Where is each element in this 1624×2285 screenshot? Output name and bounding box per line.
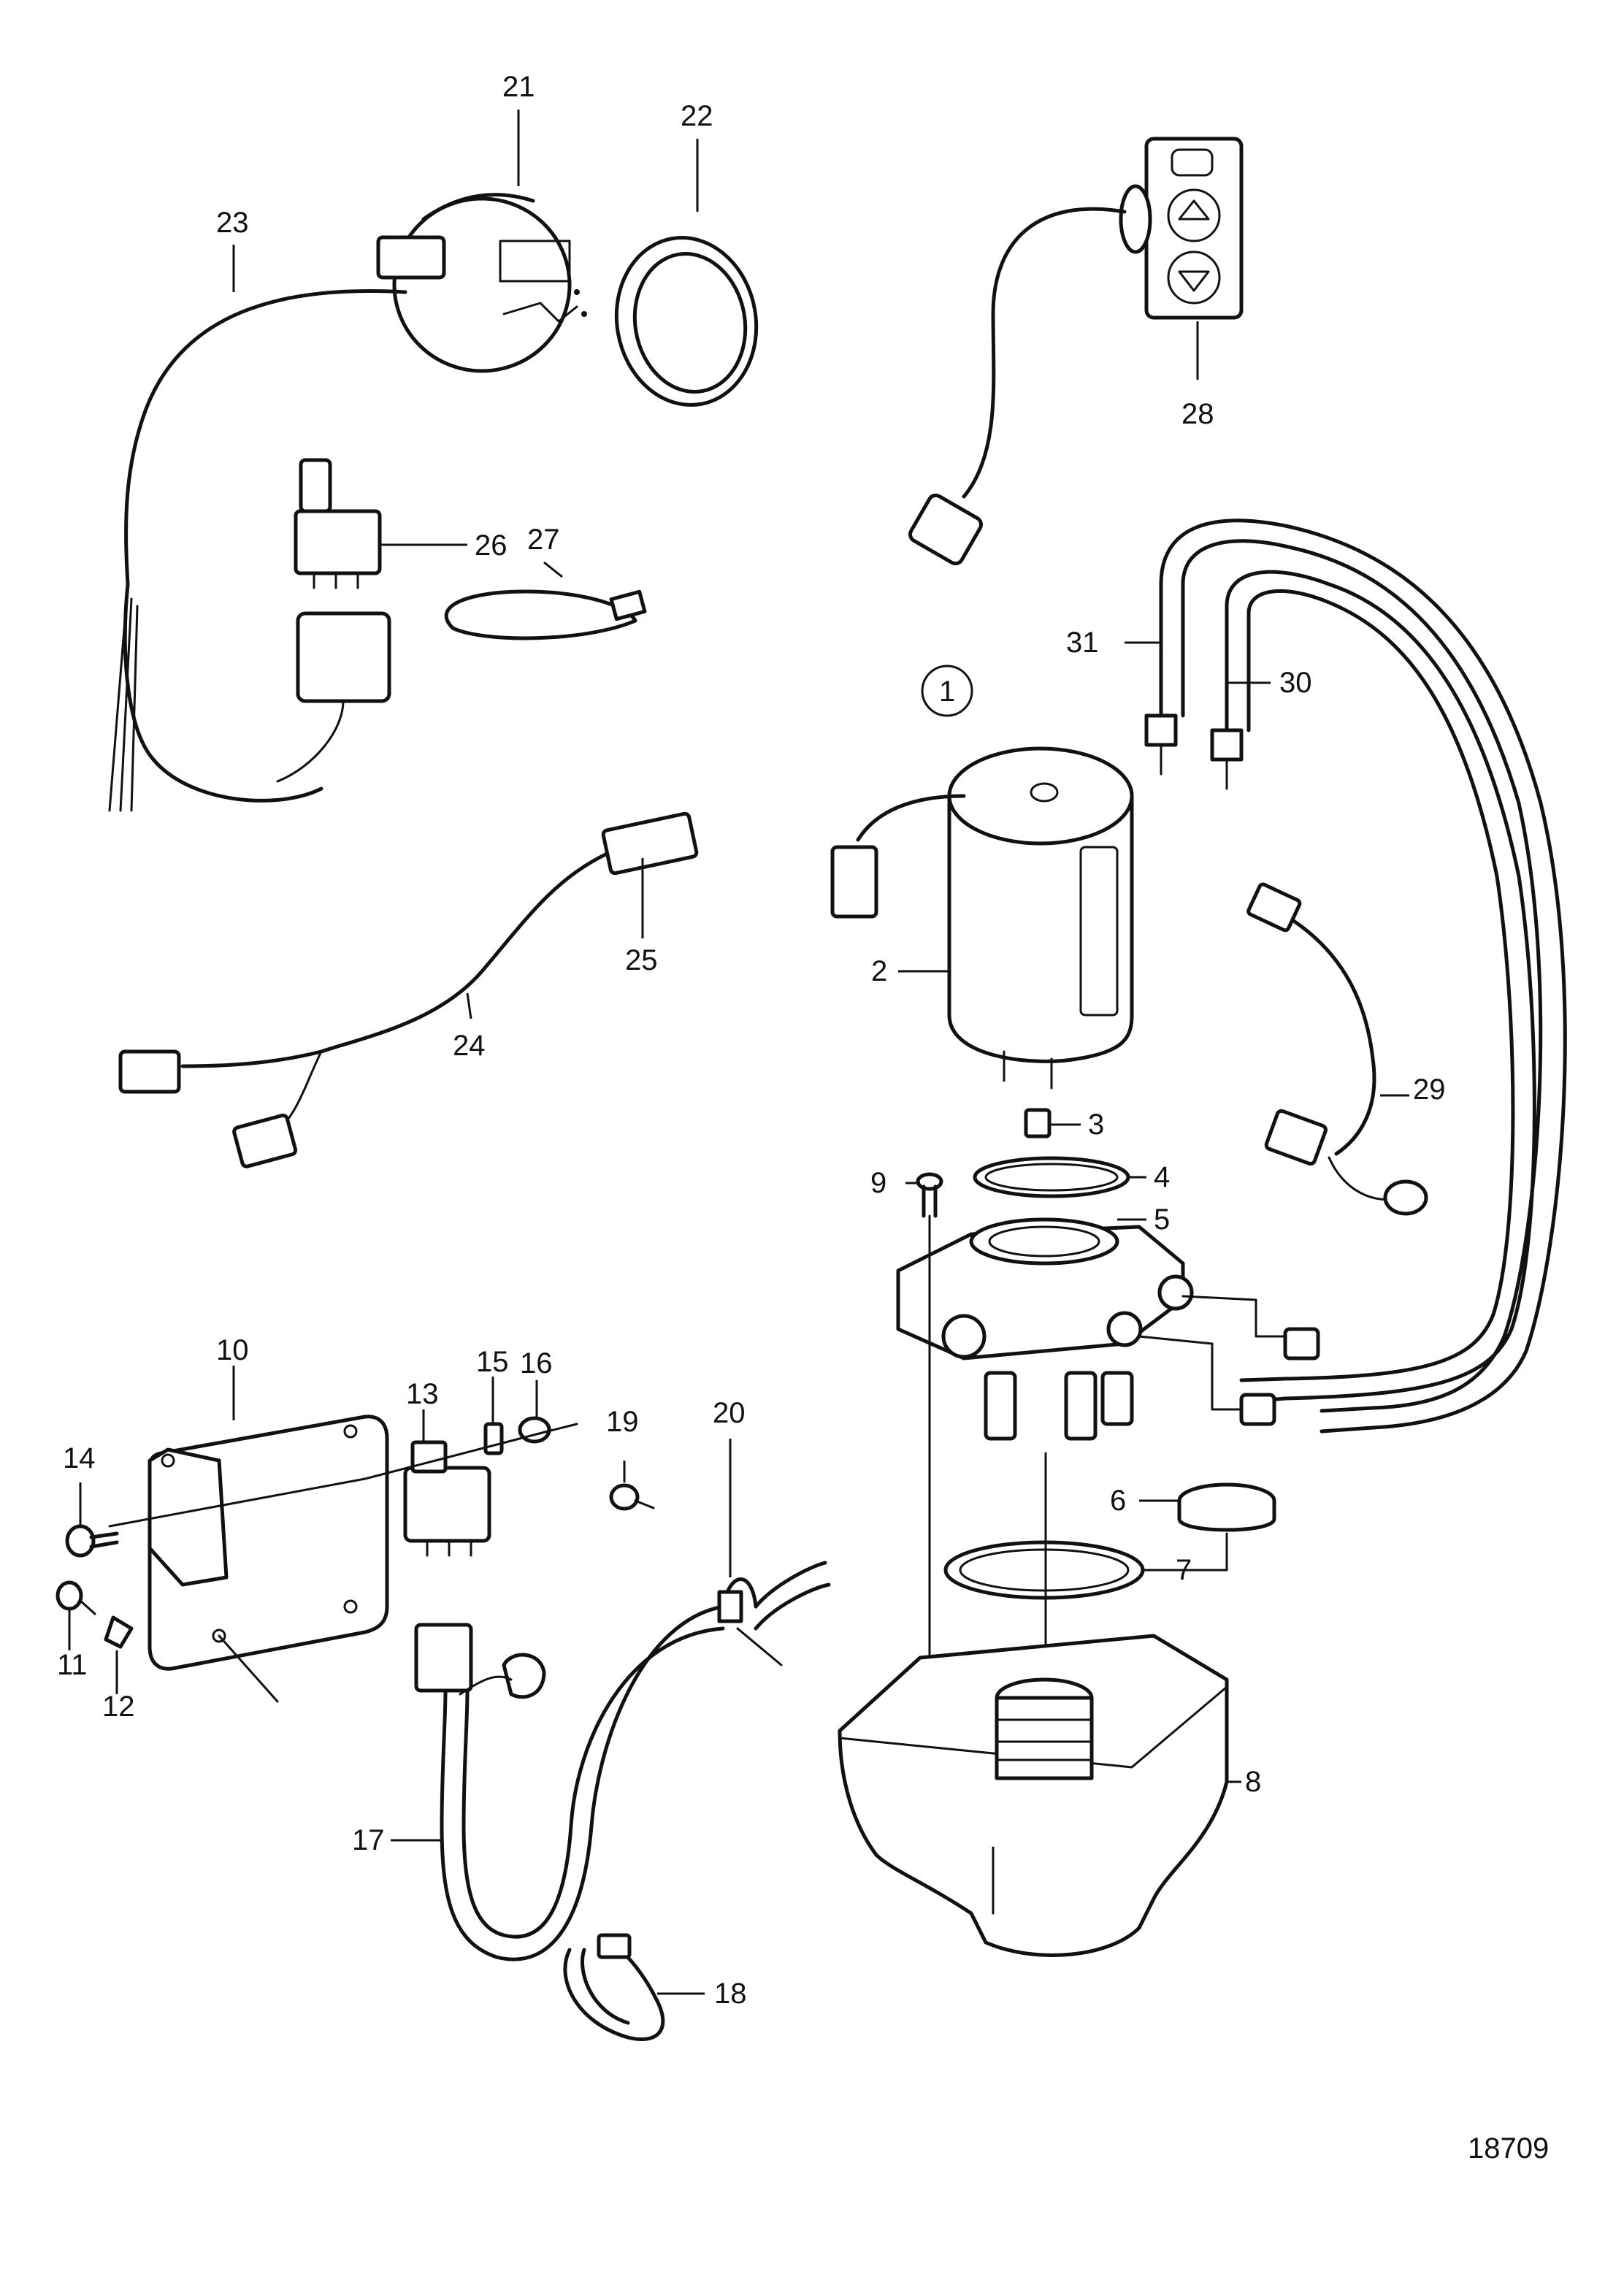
part-2-electric-motor: [830, 746, 1134, 1090]
figure-number: 18709: [1468, 2132, 1549, 2165]
part-28-trim-switch: [908, 137, 1244, 566]
part-22-bezel-ring: [614, 236, 759, 407]
part-9-screw: [916, 1172, 943, 1218]
callout-15: 15: [476, 1346, 509, 1378]
assembly-line-7-6: [1141, 1532, 1228, 1572]
callout-11: 11: [57, 1649, 88, 1681]
part-21-trim-gauge: [376, 193, 587, 373]
callout-13: 13: [406, 1378, 439, 1410]
callout-16: 16: [520, 1347, 553, 1379]
part-12-nut: [104, 1615, 134, 1649]
part-23-gauge-harness: [108, 289, 407, 812]
callout-26: 26: [475, 529, 508, 562]
callout-14: 14: [63, 1442, 96, 1474]
part-10-bracket: [148, 1415, 389, 1703]
part-26-relay: [276, 458, 391, 783]
callout-25: 25: [625, 944, 658, 976]
group-marker-number: 1: [939, 675, 955, 708]
part-15-washer: [483, 1422, 504, 1455]
callout-30: 30: [1279, 667, 1312, 699]
part-19-screw: [609, 1483, 655, 1511]
leader-lines: [68, 110, 1409, 1995]
callout-6: 6: [1110, 1485, 1126, 1517]
callout-18: 18: [714, 1978, 747, 2010]
part-11-screw: [55, 1580, 96, 1615]
part-27-cable-tie: [444, 589, 647, 640]
callout-12: 12: [102, 1691, 135, 1723]
part-3-coupling: [1024, 1108, 1052, 1138]
callout-20: 20: [713, 1397, 746, 1429]
callout-27: 27: [527, 524, 560, 556]
callout-19: 19: [606, 1406, 639, 1438]
callout-22: 22: [681, 100, 713, 132]
callout-7: 7: [1176, 1554, 1192, 1586]
part-29-harness: [1246, 882, 1428, 1216]
callout-17: 17: [352, 1824, 385, 1856]
part-24-25-wiring-harness: [118, 811, 699, 1168]
part-20-clamp: [717, 1561, 831, 1666]
assembly-line-14-16: [108, 1423, 578, 1528]
callout-3: 3: [1088, 1109, 1104, 1141]
part-14-screw: [65, 1524, 119, 1558]
part-8-oil-reservoir: [838, 1634, 1229, 1957]
callout-31: 31: [1066, 627, 1099, 659]
callout-labels: 21 22 23 26 27 28 31 30 24 25 2 3 4 9 5 …: [57, 71, 1446, 2010]
part-13-relay: [403, 1440, 491, 1557]
part-17-harness: [414, 1604, 725, 1961]
part-5-pump-body: [896, 1217, 1320, 1441]
part-6-cap: [1177, 1482, 1276, 1532]
callout-4: 4: [1154, 1161, 1170, 1193]
callout-8: 8: [1245, 1766, 1261, 1798]
callout-9: 9: [870, 1167, 886, 1199]
part-18-cable-tie: [563, 1933, 665, 2042]
part-7-o-ring: [943, 1540, 1145, 1600]
callout-24: 24: [453, 1030, 486, 1062]
part-30-31-hydraulic-hoses: [1144, 518, 1567, 1434]
callout-2: 2: [871, 955, 887, 987]
group-marker: 1: [921, 665, 973, 717]
callout-29: 29: [1413, 1073, 1446, 1106]
callout-21: 21: [502, 71, 535, 103]
callout-10: 10: [216, 1334, 249, 1366]
callout-5: 5: [1154, 1203, 1170, 1236]
callout-28: 28: [1181, 398, 1214, 430]
part-4-o-ring: [973, 1156, 1130, 1198]
callout-23: 23: [216, 207, 249, 239]
